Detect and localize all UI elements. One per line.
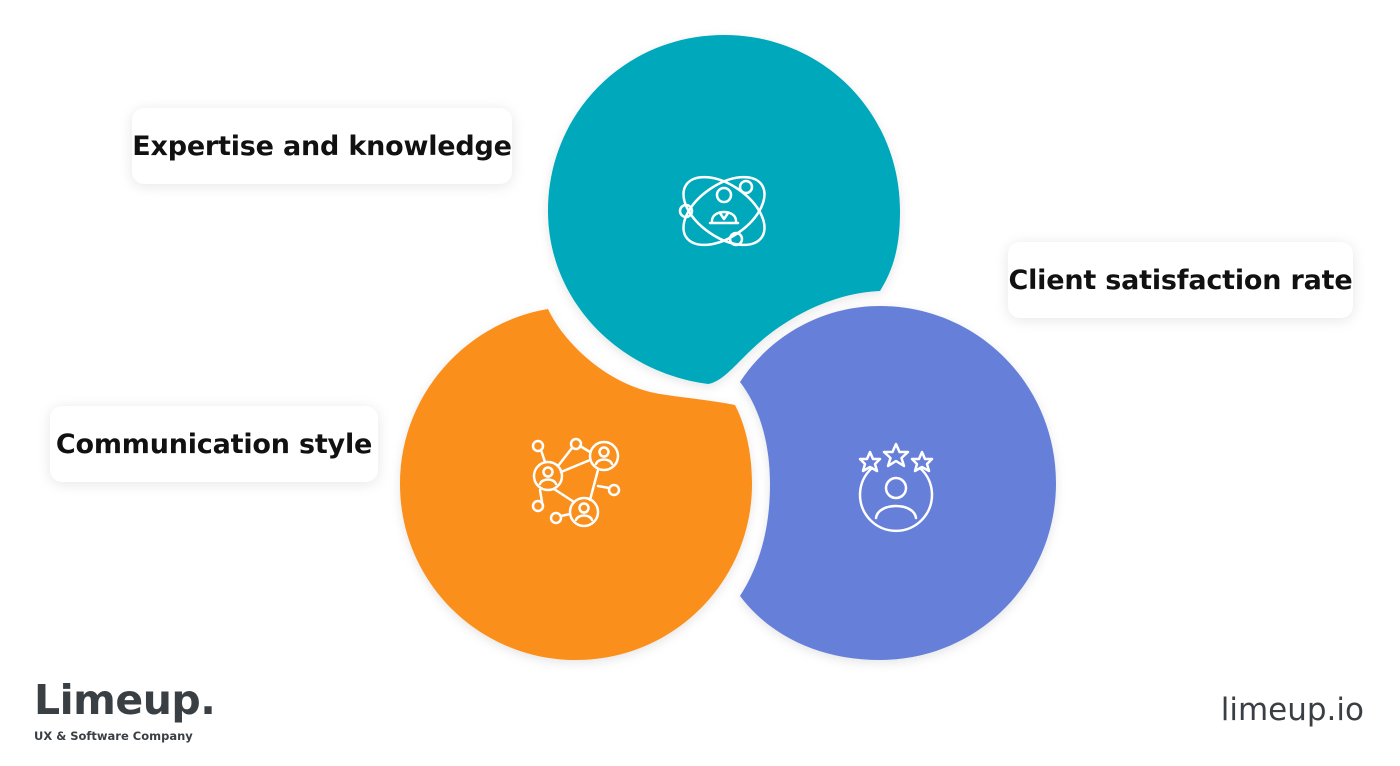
client-satisfaction-label: Client satisfaction rate: [1008, 242, 1353, 318]
expertise-label: Expertise and knowledge: [132, 108, 512, 184]
expertise-circle: [548, 35, 900, 384]
site-url: limeup.io: [1220, 692, 1364, 728]
connected-people-icon: [531, 437, 621, 528]
expert-network-icon: [678, 175, 766, 247]
logo-wordmark: Limeup.: [34, 676, 216, 724]
brand-logo: Limeup. UX & Software Company: [34, 676, 216, 744]
rated-user-icon: [858, 442, 934, 532]
communication-circle: [400, 309, 752, 660]
client-satisfaction-circle: [740, 306, 1056, 660]
communication-label: Communication style: [50, 406, 378, 482]
logo-tagline: UX & Software Company: [34, 729, 193, 743]
